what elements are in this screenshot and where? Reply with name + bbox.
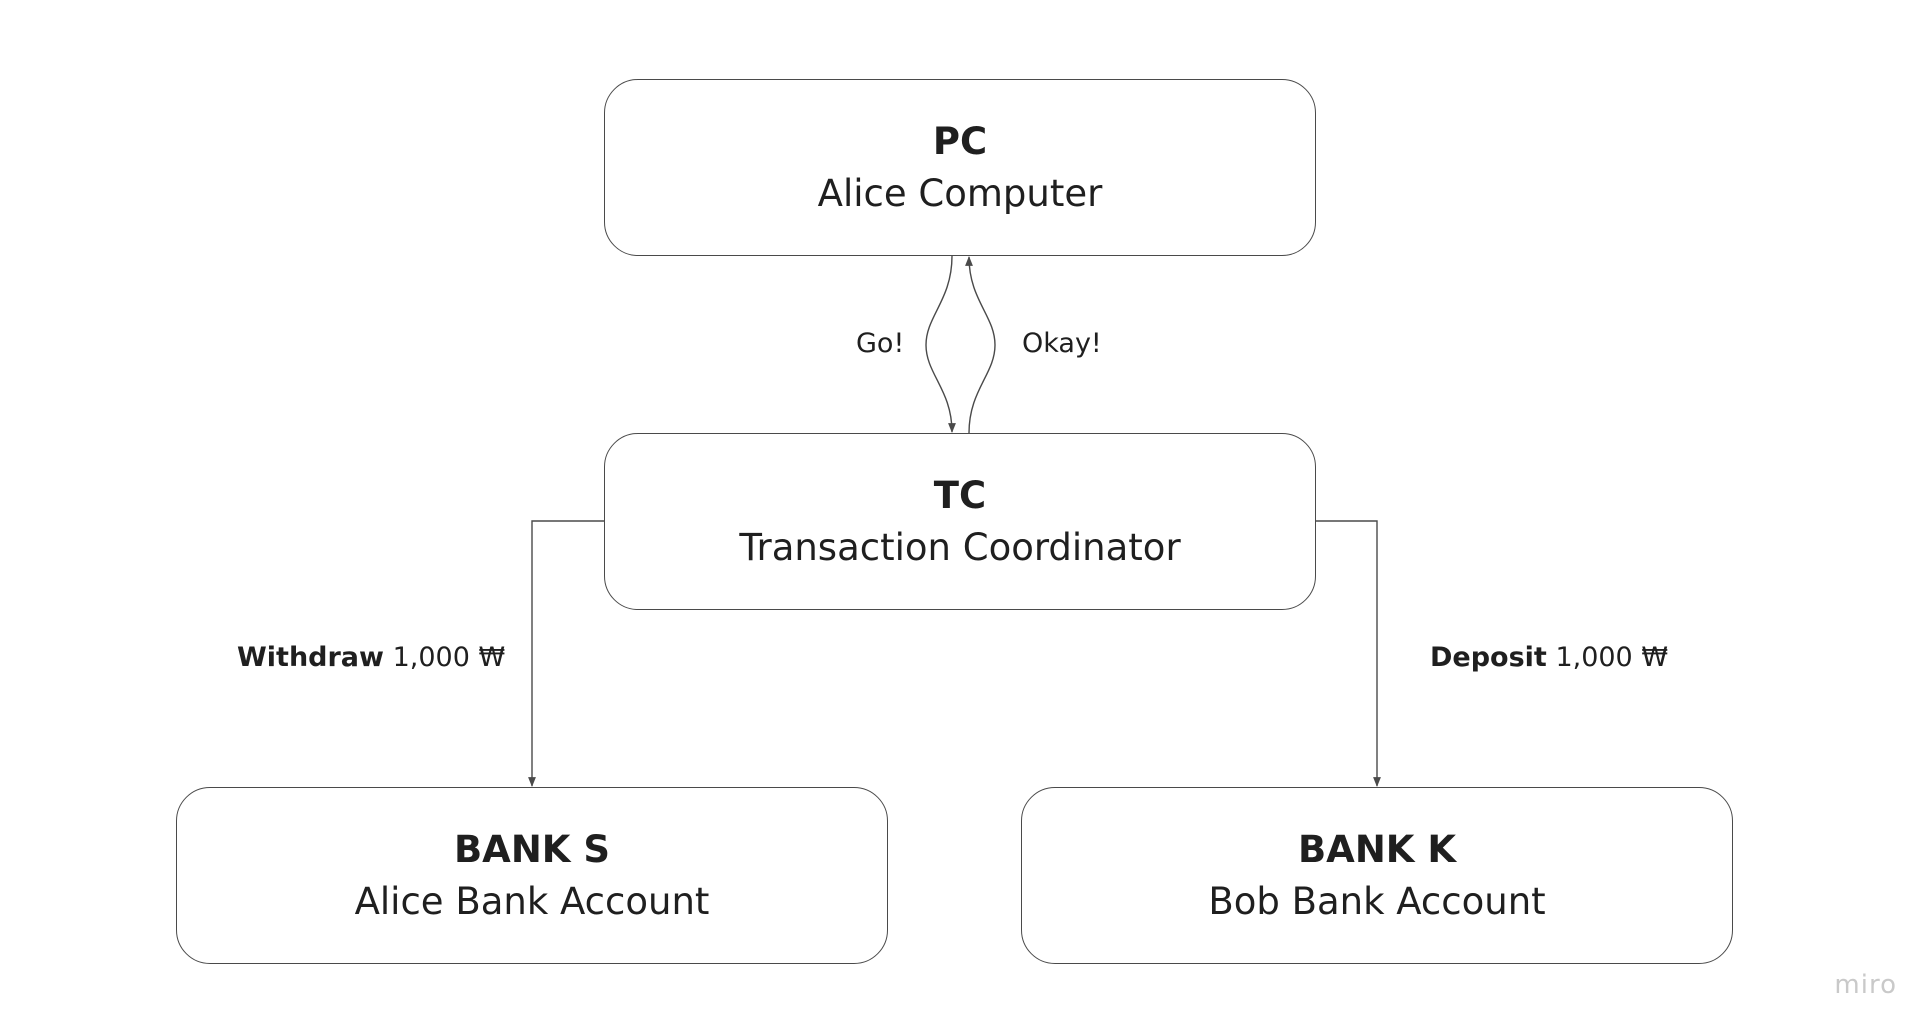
deposit-label: Deposit 1,000 ₩	[1430, 642, 1668, 673]
withdraw-arrow	[528, 520, 604, 787]
tc-node-title: TC	[933, 473, 987, 517]
bank-k-node-subtitle: Bob Bank Account	[1208, 879, 1546, 923]
bank-k-node-title: BANK K	[1297, 827, 1457, 871]
withdraw-amount: 1,000 ₩	[392, 642, 506, 673]
deposit-arrow	[1316, 520, 1381, 787]
pc-node-subtitle: Alice Computer	[817, 171, 1103, 215]
okay-arrow	[965, 256, 996, 434]
pc-node-title: PC	[932, 119, 988, 163]
withdraw-label: Withdraw 1,000 ₩	[237, 642, 505, 673]
tc-node[interactable]: TC Transaction Coordinator	[604, 433, 1316, 610]
go-arrow	[925, 255, 956, 433]
tc-node-subtitle: Transaction Coordinator	[739, 525, 1181, 569]
okay-label: Okay!	[1022, 328, 1102, 359]
pc-node[interactable]: PC Alice Computer	[604, 79, 1316, 256]
bank-k-node[interactable]: BANK K Bob Bank Account	[1021, 787, 1733, 964]
deposit-amount: 1,000 ₩	[1555, 642, 1669, 673]
bank-s-node-subtitle: Alice Bank Account	[354, 879, 710, 923]
bank-s-node-title: BANK S	[453, 827, 610, 871]
go-label: Go!	[856, 328, 905, 359]
withdraw-action: Withdraw	[237, 642, 384, 673]
bank-s-node[interactable]: BANK S Alice Bank Account	[176, 787, 888, 964]
deposit-action: Deposit	[1430, 642, 1547, 673]
miro-watermark: miro	[1834, 970, 1897, 1000]
